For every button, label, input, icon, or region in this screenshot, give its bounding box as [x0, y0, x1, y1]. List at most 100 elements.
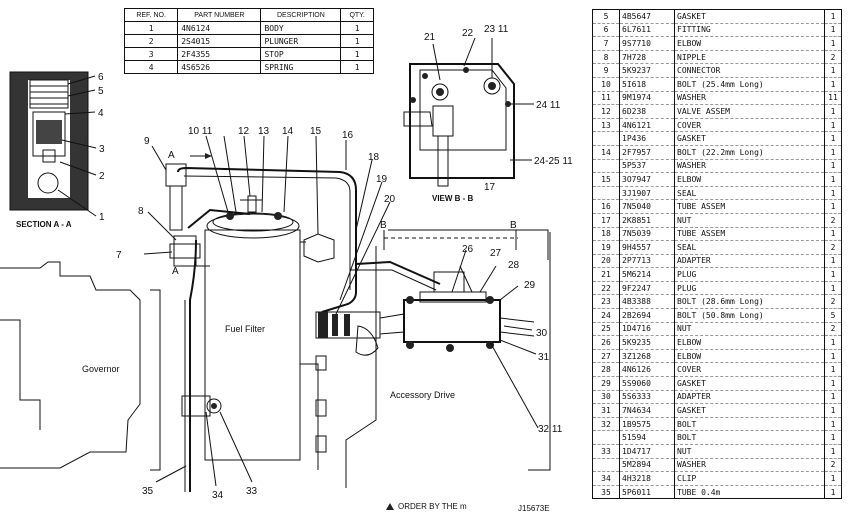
callout-22: 22	[462, 28, 474, 39]
callout-8-7: 7	[116, 250, 122, 261]
description-cell: ELBOW	[674, 335, 825, 350]
ref-cell: 2	[123, 34, 179, 48]
header-description: DESCRIPTION	[260, 8, 342, 22]
callout-24-25-11: 24-25 11	[534, 156, 573, 167]
callout-10-11: 10 11	[188, 126, 213, 137]
ref-cell: 18	[592, 227, 620, 242]
header-ref-no: REF. NO.	[123, 8, 179, 22]
qty-cell: 1	[824, 104, 842, 119]
engine-outline	[0, 229, 551, 488]
qty-cell: 2	[824, 458, 842, 473]
ref-cell: 5	[592, 9, 620, 24]
ref-cell: 29	[592, 376, 620, 391]
clip-drawing	[181, 395, 222, 417]
header-qty: QTY.	[340, 8, 374, 22]
ref-cell	[592, 430, 620, 445]
ref-cell: 31	[592, 403, 620, 418]
part-number-cell: 5M6214	[619, 267, 675, 282]
part-number-cell: 4H3218	[619, 471, 675, 486]
callout-2: 2	[99, 171, 105, 182]
qty-cell: 2	[824, 322, 842, 337]
qty-cell: 1	[824, 267, 842, 282]
ref-cell: 35	[592, 485, 620, 500]
qty-cell: 1	[824, 199, 842, 214]
callout-13: 13	[258, 126, 270, 137]
part-number-cell: 4B5647	[619, 9, 675, 24]
ref-cell: 26	[592, 335, 620, 350]
ref-cell: 9	[592, 63, 620, 78]
ref-cell: 13	[592, 118, 620, 133]
qty-cell: 1	[824, 254, 842, 269]
ref-cell	[592, 131, 620, 146]
qty-cell: 1	[824, 9, 842, 24]
part-number-cell: 1D4716	[619, 322, 675, 337]
part-number-cell: 7N5040	[619, 199, 675, 214]
ref-cell: 15	[592, 172, 620, 187]
qty-cell: 2	[824, 50, 842, 65]
qty-cell: 1	[824, 36, 842, 51]
description-cell: BOLT (22.2mm Long)	[674, 145, 825, 160]
qty-cell: 1	[824, 77, 842, 92]
part-number-cell: 3Z1268	[619, 349, 675, 364]
callout-12: 12	[238, 126, 250, 137]
description-cell: WASHER	[674, 91, 825, 106]
section-caption: SECTION A - A	[16, 220, 72, 229]
ref-cell: 1	[123, 21, 179, 35]
callout-b-left: B	[380, 220, 387, 231]
ref-cell: 12	[592, 104, 620, 119]
qty-cell: 1	[824, 376, 842, 391]
ref-cell: 19	[592, 240, 620, 255]
ref-cell: 25	[592, 322, 620, 337]
callout-19: 19	[376, 174, 388, 185]
ref-cell: 30	[592, 390, 620, 405]
small-table-header-row: REF. NO. PART NUMBER DESCRIPTION QTY.	[123, 8, 374, 22]
description-cell: GASKET	[674, 9, 825, 24]
qty-cell: 1	[824, 335, 842, 350]
ref-cell: 20	[592, 254, 620, 269]
description-cell: ELBOW	[674, 172, 825, 187]
part-number-cell: 9F2247	[619, 281, 675, 296]
tube-assemblies	[177, 166, 441, 492]
callout-14: 14	[282, 126, 294, 137]
description-cell: NUT	[674, 322, 825, 337]
description-cell: GASKET	[674, 376, 825, 391]
ref-cell: 6	[592, 23, 620, 38]
part-number-cell: 4S6526	[177, 60, 262, 74]
description-cell: BOLT	[674, 417, 825, 432]
qty-cell: 1	[340, 60, 374, 74]
description-cell: BOLT (25.4mm Long)	[674, 77, 825, 92]
description-cell: CLIP	[674, 471, 825, 486]
ref-cell	[592, 186, 620, 201]
callout-23-11: 23 11	[484, 24, 509, 35]
callout-6: 6	[98, 72, 104, 83]
description-cell: ADAPTER	[674, 390, 825, 405]
part-number-cell: 2K8851	[619, 213, 675, 228]
drawing-number: J15673E	[518, 504, 550, 513]
callout-leaders	[143, 135, 539, 487]
part-number-cell: 5S6333	[619, 390, 675, 405]
part-number-cell: 1D4717	[619, 444, 675, 459]
part-number-cell: 9M1974	[619, 91, 675, 106]
description-cell: ELBOW	[674, 36, 825, 51]
ref-cell: 24	[592, 308, 620, 323]
accessory-fittings	[315, 265, 535, 453]
